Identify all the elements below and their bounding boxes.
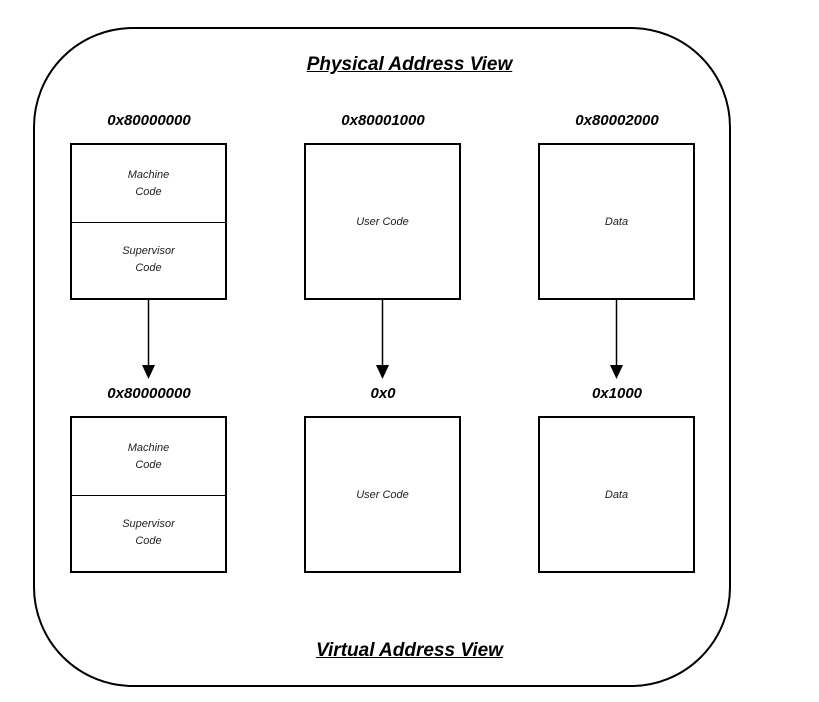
virtual-address-1: 0x80000000 (107, 385, 191, 402)
arrow-1 (142, 300, 155, 379)
virtual-address-3: 0x1000 (591, 385, 643, 402)
virtual-user-code-block: User Code (304, 416, 461, 573)
physical-address-2: 0x80001000 (341, 112, 425, 129)
virtual-address-2: 0x0 (370, 385, 396, 402)
arrow-3 (610, 300, 623, 379)
physical-user-code-block: User Code (304, 143, 461, 300)
data-label: Data (604, 488, 629, 501)
physical-data-block: Data (538, 143, 695, 300)
user-code-label: User Code (356, 488, 409, 501)
physical-address-1: 0x80000000 (107, 112, 191, 129)
physical-view-title: Physical Address View (306, 54, 513, 75)
arrow-2 (376, 300, 389, 379)
diagram-frame (33, 27, 731, 687)
data-label: Data (604, 215, 629, 228)
user-code-label: User Code (356, 215, 409, 228)
virtual-data-block: Data (538, 416, 695, 573)
physical-address-3: 0x80002000 (575, 112, 659, 129)
virtual-view-title: Virtual Address View (316, 640, 503, 661)
